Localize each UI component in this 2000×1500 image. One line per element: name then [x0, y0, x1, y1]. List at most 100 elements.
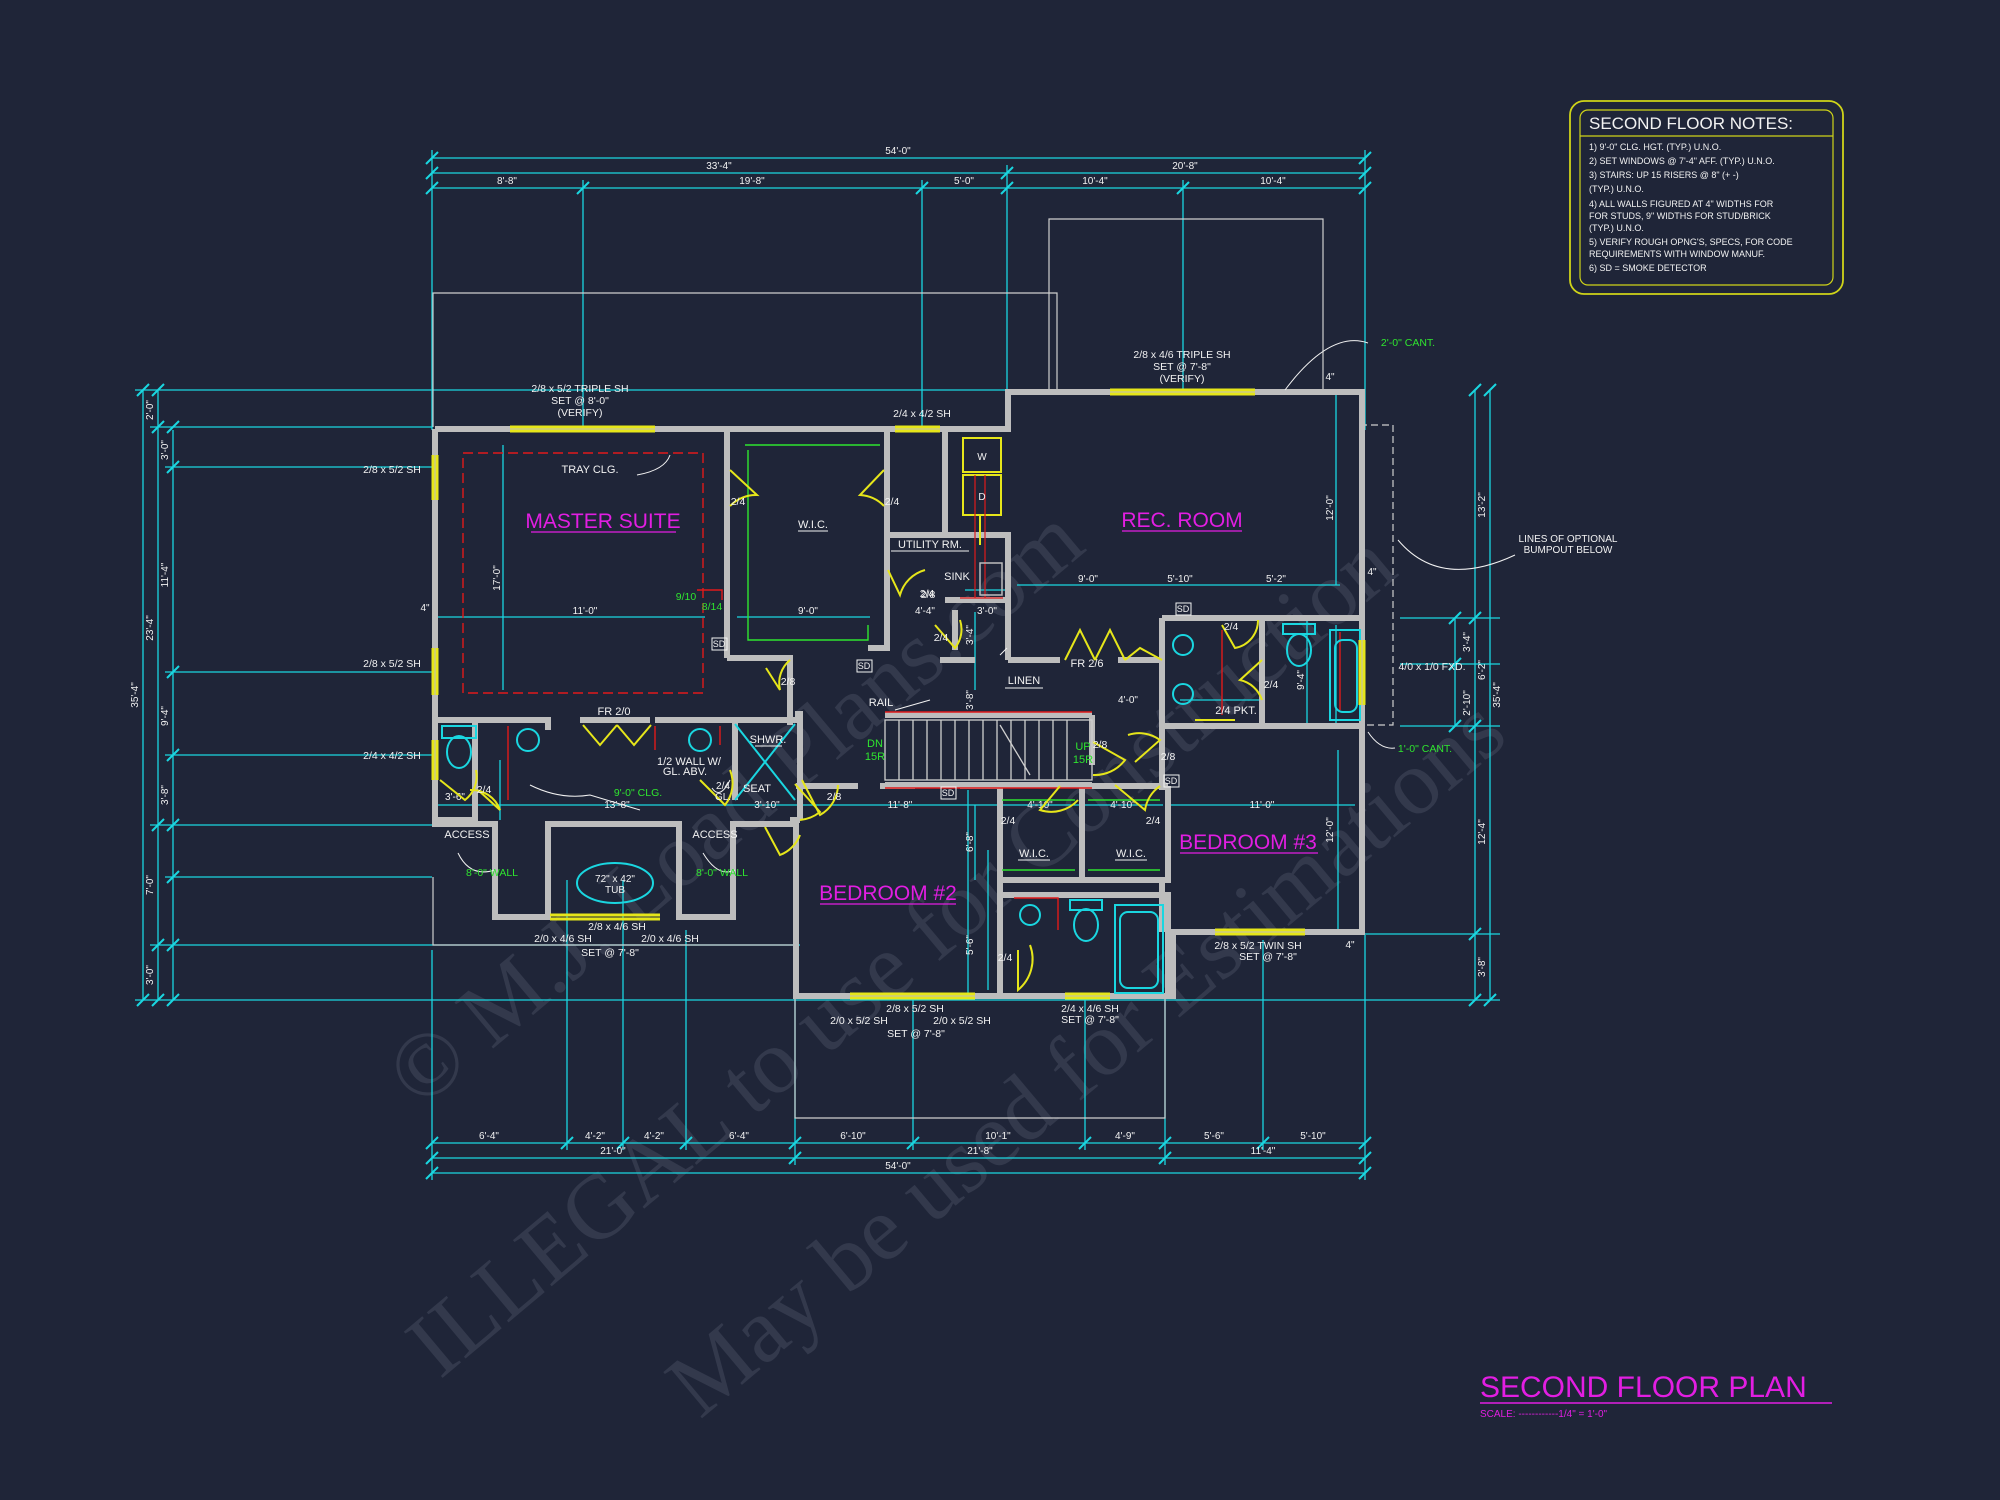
dim-inner-4: 5'-10" — [1167, 574, 1193, 585]
win-9c: 2/0 x 5/2 SH — [933, 1015, 991, 1027]
dim-top-a: 33'-4" — [706, 161, 732, 172]
dim-inner-1: 11'-0" — [573, 606, 598, 617]
dim-right-a1: 3'-4" — [1462, 632, 1473, 652]
note-wall-8a: 8'-0" WALL — [466, 867, 518, 879]
utility-sink — [979, 562, 1003, 596]
dim-inner-18: 6'-8" — [965, 832, 976, 852]
dim-right-a0: 13'-2" — [1477, 492, 1488, 518]
dryer-label: D — [978, 492, 985, 503]
dim-inner-9: 13'-8" — [604, 800, 630, 811]
dim-bot-c4: 6'-10" — [840, 1131, 866, 1142]
dim-inner-6: 4'-4" — [915, 606, 935, 617]
label-halfwall-2: GL. ABV. — [663, 766, 707, 778]
label-shwr: SHWR. — [750, 734, 787, 746]
green-notes: 2'-0" CANT. 1'-0" CANT. 8'-0" WALL 8'-0"… — [466, 337, 1452, 879]
win-2: 2/4 x 4/2 SH — [893, 408, 951, 420]
win-8b: 2/0 x 4/6 SH — [534, 933, 592, 945]
door-6: 2/4 — [1224, 621, 1239, 633]
dim-top-c1: 19'-8" — [739, 176, 765, 187]
room-bedroom-2: BEDROOM #2 — [819, 882, 957, 905]
dim-right-a2: 6'-2" — [1477, 660, 1488, 680]
win-10b: SET @ 7'-8" — [1061, 1014, 1119, 1026]
label-tub-size: 72" x 42" — [595, 874, 635, 885]
note-line-2: 3) STAIRS: UP 15 RISERS @ 8" (+ -) — [1589, 170, 1739, 180]
dim-inner-3: 9'-0" — [1078, 574, 1098, 585]
dim-inner-17: 5'-6" — [965, 935, 976, 955]
door-12: 2/4 — [998, 952, 1013, 964]
lower-floor-outlines — [432, 218, 1324, 1119]
dim-bot-c6: 4'-9" — [1115, 1131, 1135, 1142]
door-0: 2/4 — [731, 496, 746, 508]
smoke-detectors: SD SD SD SD SD — [711, 602, 1192, 800]
note-line-7: 5) VERIFY ROUGH OPNG'S, SPECS, FOR CODE — [1589, 237, 1793, 247]
label-tub: TUB — [605, 885, 625, 896]
dim-left-a1: 3'-0" — [160, 440, 171, 460]
plumbing-fixtures — [441, 623, 1361, 994]
stair-labels: DN 15R UP 15R — [865, 738, 1093, 766]
door-14: 2/4 — [920, 588, 935, 600]
label-utility: UTILITY RM. — [898, 539, 962, 551]
door-13: 2/8 — [827, 791, 842, 803]
dim-inner-2: 9'-0" — [798, 606, 818, 617]
label-gl: GL. — [715, 792, 731, 803]
note-line-3: (TYP.) U.N.O. — [1589, 184, 1644, 194]
door-4: 2/8 — [781, 676, 796, 688]
notes-title: SECOND FLOOR NOTES: — [1589, 114, 1793, 133]
dim-inner-15: 12'-0" — [1325, 495, 1336, 521]
note-line-1: 2) SET WINDOWS @ 7'-4" AFF. (TYP.) U.N.O… — [1589, 156, 1775, 166]
dimension-text: 54'-0" 33'-4" 20'-8" 8'-8" 19'-8" 5'-0" … — [130, 146, 1503, 1172]
dim-top-c4: 10'-4" — [1260, 176, 1286, 187]
note-line-0: 1) 9'-0" CLG. HGT. (TYP.) U.N.O. — [1589, 142, 1721, 152]
stair-treads — [884, 719, 1093, 781]
dim-inner-22: 9'-4" — [1296, 670, 1307, 690]
win-8d: SET @ 7'-8" — [581, 947, 639, 959]
dim-bot-a: 21'-0" — [600, 1146, 626, 1157]
dim-inner-8: 4'-0" — [1118, 695, 1138, 706]
dim-inner-24: 4" — [1325, 372, 1335, 383]
dim-inner-26: 4" — [1345, 940, 1355, 951]
window-callouts: 2/8 x 5/2 TRIPLE SH SET @ 8'-0" (VERIFY)… — [363, 349, 1465, 1040]
dim-inner-23: 4" — [420, 603, 430, 614]
win-7: 4/0 x 1/0 FXD. — [1398, 661, 1465, 673]
note-cant-1: 1'-0" CANT. — [1398, 743, 1452, 755]
dim-bot-c2: 4'-2" — [644, 1131, 664, 1142]
dim-inner-12: 4'-10" — [1027, 800, 1053, 811]
door-11: 2/4 — [1146, 815, 1161, 827]
notes-box: SECOND FLOOR NOTES: 1) 9'-0" CLG. HGT. (… — [1569, 100, 1844, 295]
stair-dn: DN — [867, 738, 883, 750]
win-5: 2/8 x 5/2 SH — [363, 658, 421, 670]
dim-right-a4: 12'-4" — [1477, 819, 1488, 845]
dim-top-c3: 10'-4" — [1082, 176, 1108, 187]
label-wic-bed3: W.I.C. — [1116, 848, 1146, 860]
optional-bumpout — [1360, 424, 1394, 726]
stair-up: UP — [1075, 741, 1090, 753]
door-7: 2/8 — [1093, 739, 1108, 751]
white-labels: W.I.C. W.I.C. W.I.C. UTILITY RM. SINK LI… — [444, 464, 1618, 896]
room-master-suite: MASTER SUITE — [525, 510, 680, 533]
dim-bot-d: 11'-4" — [1251, 1146, 1276, 1157]
label-wic-master: W.I.C. — [798, 519, 828, 531]
dim-inner-21: 3'-4" — [965, 625, 976, 645]
dim-left-total: 35'-4" — [130, 682, 141, 708]
win-8c: 2/0 x 4/6 SH — [641, 933, 699, 945]
dim-inner-7: 3'-0" — [977, 606, 997, 617]
win-9d: SET @ 7'-8" — [887, 1028, 945, 1040]
note-clg-9: 9'-0" CLG. — [614, 787, 662, 799]
dim-bot-c3: 6'-4" — [729, 1131, 749, 1142]
dim-bot-c5: 10'-1" — [985, 1131, 1011, 1142]
door-8: 2/8 — [1161, 751, 1176, 763]
dim-bot-c7: 5'-6" — [1204, 1131, 1224, 1142]
dim-right-total: 35'-4" — [1492, 682, 1503, 708]
note-line-4: 4) ALL WALLS FIGURED AT 4" WIDTHS FOR — [1589, 199, 1774, 209]
label-access-1: ACCESS — [444, 829, 489, 841]
label-pkt: 2/4 PKT. — [1215, 705, 1257, 717]
door-size-labels: 2/4 2/4 2/8 2/4 2/8 2/4 2/4 2/8 2/8 2/4 … — [477, 496, 1279, 964]
label-linen: LINEN — [1008, 675, 1040, 687]
dim-bot-c1: 4'-2" — [585, 1131, 605, 1142]
dim-inner-20: 3'-8" — [965, 690, 976, 710]
dim-left-a0: 2'-0" — [145, 400, 156, 420]
dim-bot-c8: 5'-10" — [1300, 1131, 1326, 1142]
washer-label: W — [977, 452, 987, 463]
dim-left-a3: 23'-4" — [145, 615, 156, 641]
